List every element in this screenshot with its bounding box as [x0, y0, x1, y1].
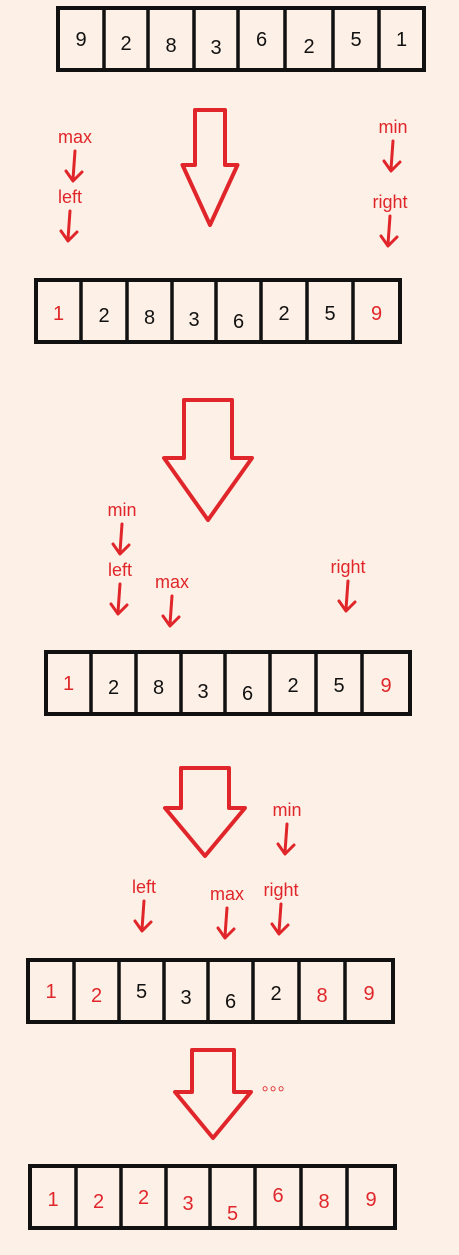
pointer-label-min: min	[107, 500, 136, 520]
array-cell-value: 2	[138, 1187, 149, 1209]
array-cell-value: 2	[270, 983, 281, 1005]
pointer-arrow-shaft	[389, 139, 395, 171]
pointer-label-left: left	[108, 560, 132, 580]
array-cell-value: 8	[165, 35, 176, 57]
array-cell-value: 5	[227, 1203, 238, 1225]
array-cell-value: 8	[318, 1191, 329, 1213]
array-cell-value: 8	[144, 307, 155, 329]
pointer-label-right: right	[330, 557, 365, 577]
pointer-arrow-head	[109, 602, 129, 616]
array-cell-value: 9	[371, 303, 382, 325]
pointer-arrow-head	[59, 229, 79, 243]
array-cell-value: 3	[182, 1193, 193, 1215]
pointer-arrow-head	[270, 922, 290, 936]
array-cell-value: 3	[188, 309, 199, 331]
array-cell-value: 6	[233, 311, 244, 333]
array-cell-value: 5	[350, 29, 361, 51]
array-cell-value: 9	[380, 675, 391, 697]
pointer-label-right: right	[263, 880, 298, 900]
array-cell-value: 9	[75, 29, 86, 51]
transition-arrow	[180, 108, 240, 227]
array-cell-value: 1	[63, 673, 74, 695]
pointer-label-left: left	[58, 187, 82, 207]
pointer-arrow-shaft	[71, 149, 77, 181]
array-cell-value: 1	[53, 303, 64, 325]
array-cell-value: 1	[45, 981, 56, 1003]
pointer-arrow-head	[111, 542, 131, 556]
array-cell-value: 5	[324, 303, 335, 325]
array-cell-value: 2	[93, 1191, 104, 1213]
pointer-arrow-head	[133, 919, 153, 933]
array-cell-value: 3	[180, 987, 191, 1009]
transition-arrow	[173, 1048, 253, 1140]
pointer-arrow-shaft	[277, 902, 283, 934]
pointer-arrow-shaft	[168, 594, 174, 626]
pointer-label-max: max	[210, 884, 244, 904]
array-frame	[56, 6, 426, 72]
array-cell-value: 2	[303, 36, 314, 58]
array-cell-value: 5	[333, 675, 344, 697]
array-cell-value: 9	[365, 1189, 376, 1211]
array-cell-value: 6	[272, 1185, 283, 1207]
array-cell-value: 5	[136, 981, 147, 1003]
pointer-arrow-shaft	[140, 899, 146, 931]
array-cell-value: 8	[153, 677, 164, 699]
array-cell-value: 3	[210, 37, 221, 59]
pointer-arrow-shaft	[283, 822, 289, 854]
pointer-label-max: max	[58, 127, 92, 147]
array-frame	[44, 650, 412, 716]
array-frame	[28, 1164, 397, 1230]
array-cell-value: 1	[396, 29, 407, 51]
array-cell-value: 2	[91, 985, 102, 1007]
pointer-arrow-head	[337, 599, 357, 613]
array-cell-value: 6	[242, 683, 253, 705]
array-cell-value: 6	[225, 991, 236, 1013]
pointer-label-max: max	[155, 572, 189, 592]
pointer-arrow-shaft	[66, 209, 72, 241]
pointer-arrow-shaft	[223, 906, 229, 938]
array-cell-value: 3	[197, 681, 208, 703]
array-frame	[34, 278, 402, 344]
array-cell-value: 2	[98, 305, 109, 327]
pointer-label-min: min	[272, 800, 301, 820]
pointer-arrow-head	[382, 159, 402, 173]
array-cell-value: 2	[278, 303, 289, 325]
array-cell-value: 2	[287, 675, 298, 697]
pointer-arrow-shaft	[118, 522, 124, 554]
pointer-arrow-head	[276, 842, 296, 856]
pointer-arrow-head	[216, 926, 236, 940]
transition-arrow	[163, 766, 247, 858]
array-cell-value: 6	[256, 29, 267, 51]
pointer-label-min: min	[378, 117, 407, 137]
array-cell-value: 2	[120, 33, 131, 55]
transition-arrow	[162, 398, 254, 522]
pointer-label-left: left	[132, 877, 156, 897]
array-cell-value: 8	[316, 985, 327, 1007]
pointer-arrow-shaft	[386, 214, 392, 246]
pointer-arrow-shaft	[116, 582, 122, 614]
pointer-label-right: right	[372, 192, 407, 212]
pointer-arrow-head	[161, 614, 181, 628]
pointer-arrow-head	[64, 169, 84, 183]
array-cell-value: 2	[108, 677, 119, 699]
array-cell-value: 9	[363, 983, 374, 1005]
array-cell-value: 1	[47, 1189, 58, 1211]
pointer-arrow-shaft	[344, 579, 350, 611]
pointer-arrow-head	[379, 234, 399, 248]
array-frame	[26, 958, 395, 1024]
ellipsis-text: 。。。	[262, 1075, 294, 1094]
